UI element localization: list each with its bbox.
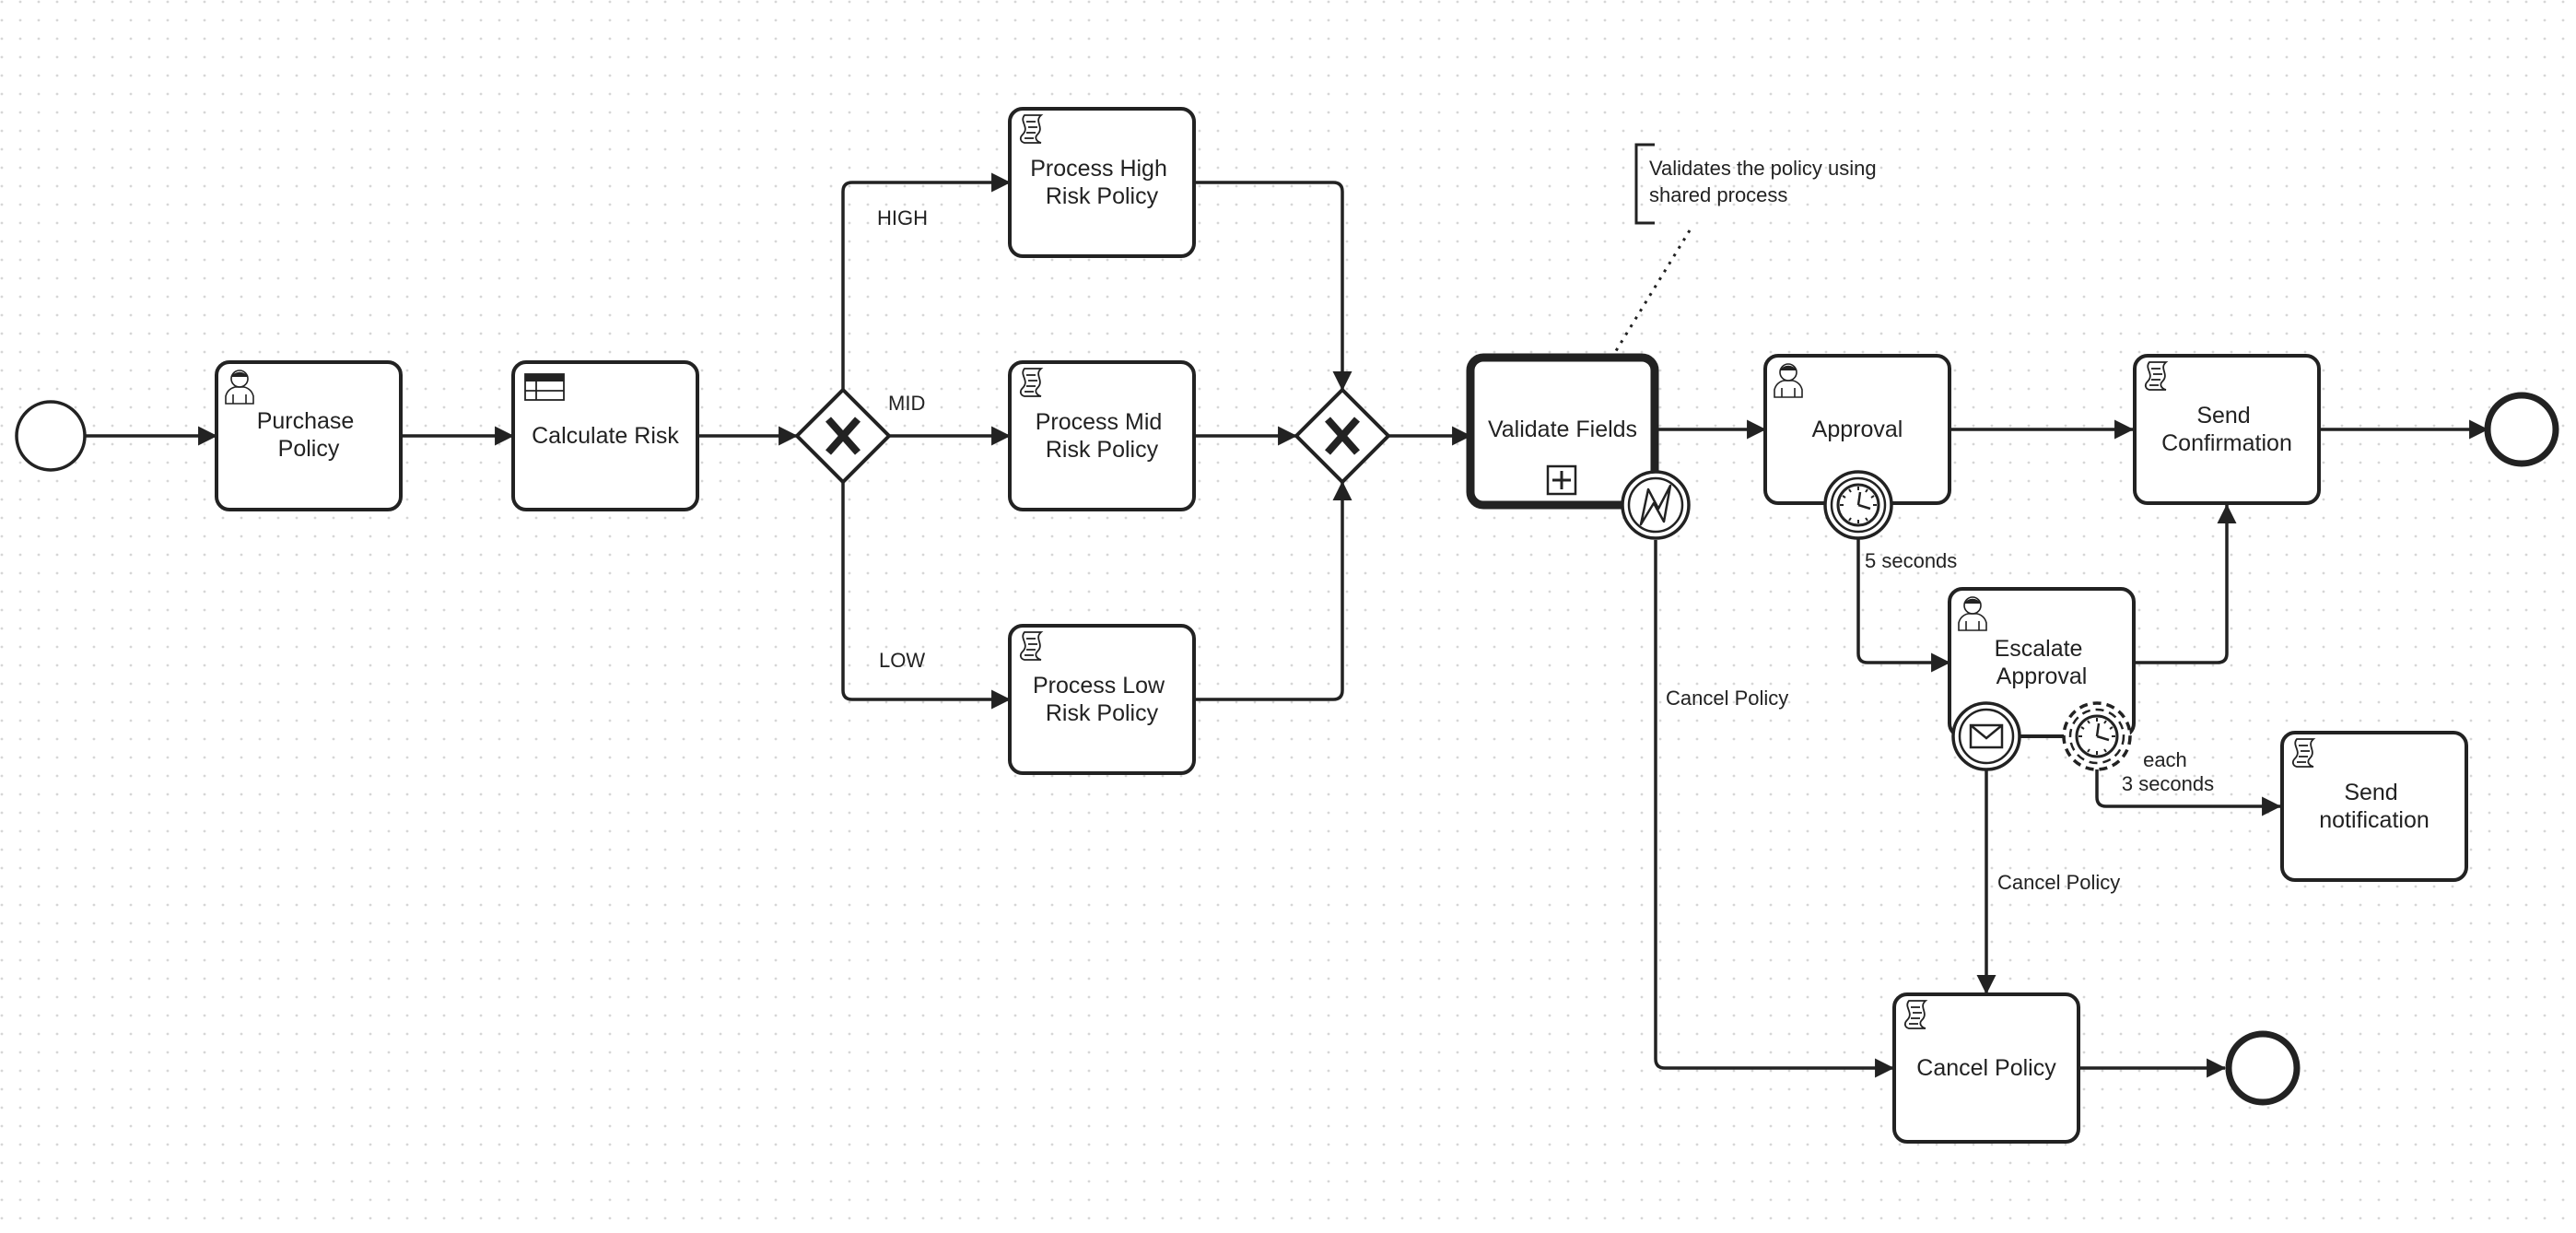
clock-icon [1836, 483, 1880, 527]
end-event-confirmation[interactable] [2484, 392, 2559, 467]
user-icon [1958, 596, 1987, 631]
task-send-notification[interactable]: Send notification [2280, 731, 2468, 882]
task-send-confirmation[interactable]: Send Confirmation [2133, 354, 2321, 505]
task-process-low-risk-policy[interactable]: Process Low Risk Policy [1008, 624, 1196, 775]
task-process-high-risk-policy[interactable]: Process High Risk Policy [1008, 107, 1196, 258]
task-process-mid-risk-policy[interactable]: Process Mid Risk Policy [1008, 360, 1196, 511]
task-label: Approval [1812, 417, 1903, 442]
boundary-cyclic-timer-event[interactable] [2062, 701, 2132, 771]
task-label: Calculate Risk [532, 423, 679, 449]
task-label: Escalate Approval [1995, 636, 2090, 689]
task-calculate-risk[interactable]: Calculate Risk [511, 360, 699, 511]
flow-gateway-to-high[interactable] [841, 172, 1012, 390]
end-event-cancel[interactable] [2225, 1030, 2301, 1106]
exclusive-gateway-split[interactable] [794, 387, 892, 485]
text-annotation[interactable]: Validates the policy using shared proces… [1612, 143, 1882, 355]
label-cancel-from-validate: Cancel Policy [1666, 687, 1788, 710]
label-high: HIGH [877, 206, 928, 229]
exclusive-gateway-merge[interactable] [1294, 387, 1391, 485]
x-marker-icon [1325, 417, 1360, 455]
clock-icon [2075, 714, 2119, 758]
task-label: Cancel Policy [1916, 1055, 2056, 1081]
script-icon [1019, 368, 1044, 397]
business-rule-icon [524, 373, 565, 401]
task-approval[interactable]: Approval [1763, 354, 1951, 505]
collapsed-subprocess-marker-icon [1546, 464, 1577, 496]
flow-error-to-cancel[interactable] [1654, 540, 1895, 1078]
annotation-bracket [1634, 143, 1655, 225]
label-low: LOW [879, 649, 925, 672]
label-cancel-from-escalate: Cancel Policy [1997, 871, 2120, 894]
task-purchase-policy[interactable]: Purchase Policy [215, 360, 403, 511]
boundary-error-event[interactable] [1621, 470, 1691, 540]
label-5-seconds: 5 seconds [1865, 549, 1957, 572]
task-label: Send notification [2319, 780, 2430, 833]
script-icon [1019, 631, 1044, 661]
start-event[interactable] [15, 400, 87, 472]
task-label: Process Low Risk Policy [1033, 673, 1171, 726]
label-mid: MID [888, 392, 925, 415]
flow-gateway-to-low[interactable] [841, 482, 1012, 710]
annotation-text: Validates the policy using shared proces… [1649, 157, 1882, 206]
script-icon [1903, 1000, 1928, 1029]
task-label: Process Mid Risk Policy [1036, 409, 1169, 463]
task-escalate-approval[interactable]: Escalate Approval [1948, 587, 2136, 738]
call-activity-validate-fields[interactable]: Validate Fields [1466, 353, 1659, 510]
task-label: Validate Fields [1488, 417, 1637, 442]
user-icon [225, 370, 254, 405]
task-label: Send Confirmation [2161, 403, 2292, 456]
label-each-3-seconds: each 3 seconds [2122, 748, 2214, 795]
task-label: Purchase Policy [257, 408, 361, 462]
flow-escalate-to-confirm[interactable] [2134, 503, 2237, 664]
flow-cyclic-timer-to-notification[interactable] [2095, 769, 2282, 816]
x-marker-icon [825, 417, 861, 455]
error-icon [1639, 484, 1672, 526]
flow-high-to-merge[interactable] [1194, 181, 1352, 392]
boundary-message-event[interactable] [1951, 701, 2021, 771]
boundary-timer-event[interactable] [1823, 470, 1893, 540]
annotation-association [1612, 229, 1692, 355]
sequence-flows [85, 172, 2489, 1078]
flow-timer-to-escalate[interactable] [1856, 537, 1951, 673]
script-icon [1019, 114, 1044, 144]
flow-low-to-merge[interactable] [1194, 480, 1352, 701]
user-icon [1774, 363, 1803, 398]
task-cancel-policy[interactable]: Cancel Policy [1892, 992, 2080, 1144]
script-icon [2144, 361, 2169, 391]
envelope-icon [1969, 723, 2004, 749]
script-icon [2291, 738, 2316, 768]
task-label: Process High Risk Policy [1030, 156, 1174, 209]
